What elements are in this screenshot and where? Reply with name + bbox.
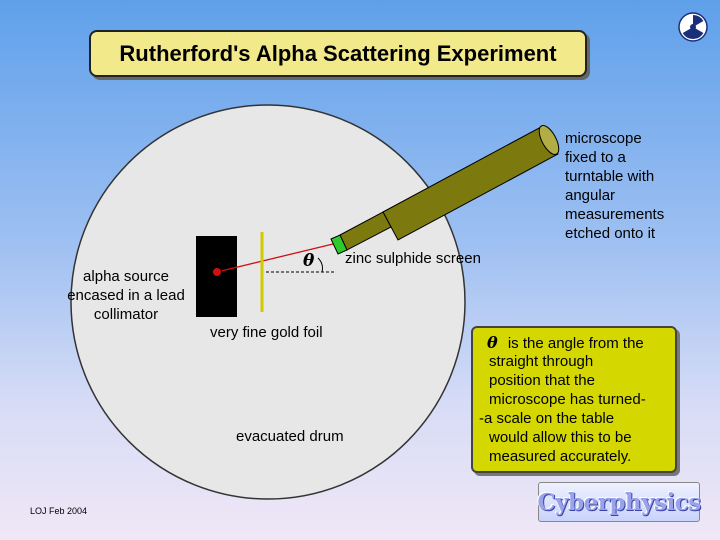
alpha-source-dot (212, 267, 222, 277)
title-box: Rutherford's Alpha Scattering Experiment (89, 30, 587, 77)
info-line: θ is the angle from the (473, 333, 689, 353)
microscope-label-line: microscope (565, 130, 642, 147)
info-line: -a scale on the table (479, 410, 615, 427)
alpha-beam (216, 243, 334, 273)
cyberphysics-logo[interactable]: Cyberphysics (537, 482, 701, 522)
microscope-label-line: measurements (565, 206, 665, 223)
info-line: microscope has turned- (489, 391, 646, 408)
microscope-label: microscope fixed to a turntable with ang… (565, 129, 664, 243)
evacuated-drum (70, 104, 466, 500)
page-title: Rutherford's Alpha Scattering Experiment (119, 40, 557, 66)
microscope-label-line: etched onto it (565, 225, 656, 242)
microscope-label-line: fixed to a (565, 149, 626, 166)
alpha-source-label-line: encased in a lead (67, 287, 185, 304)
alpha-source-label: alpha source encased in a lead collimato… (56, 267, 196, 324)
theta-label: θ (303, 251, 315, 271)
info-line: straight through (489, 353, 594, 370)
info-line-text: is the angle from the (507, 335, 644, 352)
microscope-eyepiece (538, 124, 560, 156)
gold-foil-label: very fine gold foil (210, 324, 323, 341)
microscope-label-line: turntable with (565, 168, 655, 185)
zinc-sulphide-screen (330, 234, 348, 255)
radiation-trefoil-icon (678, 12, 708, 42)
info-line: measured accurately. (489, 448, 632, 465)
info-line: would allow this to be (489, 429, 632, 446)
logo-text: Cyberphysics (537, 488, 701, 516)
alpha-source-label-line: alpha source (83, 268, 169, 285)
microscope-label-line: angular (565, 187, 616, 204)
angle-arc (317, 257, 323, 273)
info-line: position that the (489, 372, 595, 389)
microscope-tube-wide (382, 126, 559, 241)
alpha-source-label-line: collimator (93, 306, 159, 323)
info-box: θ is the angle from the straight through… (471, 326, 677, 473)
drum-label: evacuated drum (236, 428, 344, 445)
credit-text: LOJ Feb 2004 (30, 506, 88, 516)
zinc-screen-label: zinc sulphide screen (345, 250, 481, 267)
info-theta: θ (487, 333, 498, 352)
